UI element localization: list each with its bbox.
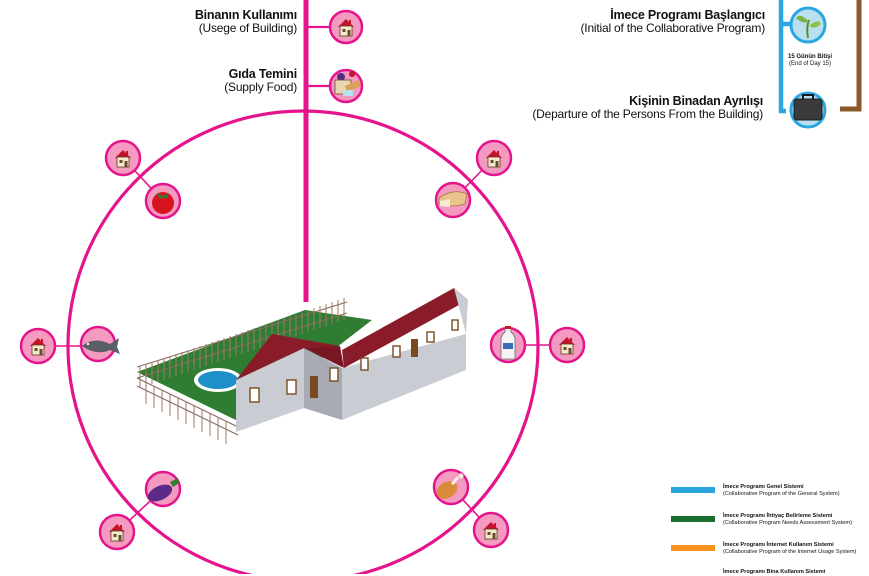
blue-bracket-line <box>778 0 786 114</box>
usage-title: Binanın Kullanımı <box>194 8 297 22</box>
legend-title-building: İmece Programı Bina Kullanım Sistemi <box>723 569 826 575</box>
legend-title-internet: İmece Programı İnternet Kullanım Sistemi <box>723 542 834 548</box>
house-icon <box>19 327 57 365</box>
food-label: Gıda Temini (Supply Food) <box>224 67 297 95</box>
legend-subtitle-general: (Collaborative Program of the General Sy… <box>723 490 840 497</box>
usage-subtitle: (Usege of Building) <box>198 21 297 36</box>
fish-icon <box>79 325 120 363</box>
legend-title-needs: İmece Programı İhtiyaç Belirleme Sistemi <box>723 513 833 519</box>
food-subtitle: (Supply Food) <box>224 80 297 95</box>
day15-label: 15 Günün Bitişi (End of Day 15) <box>786 54 834 68</box>
day15-subtitle: (End of Day 15) <box>788 61 832 68</box>
departure-label: Kişinin Binadan Ayrılışı (Departure of t… <box>532 94 763 122</box>
legend-swatch-general <box>671 487 715 493</box>
food-bag-icon <box>328 68 364 104</box>
legend-swatch-needs <box>671 516 715 522</box>
legend-subtitle-internet: (Collaborative Program of the Internet U… <box>723 548 857 555</box>
tomato-icon <box>144 182 182 220</box>
house-icon <box>98 513 136 551</box>
legend-title-general: İmece Programı Genel Sistemi <box>723 484 804 490</box>
initial-label: İmece Programı Başlangıcı (Initial of th… <box>580 8 766 36</box>
milk-bottle-icon <box>489 326 527 364</box>
initial-title: İmece Programı Başlangıcı <box>610 8 765 22</box>
initial-subtitle: (Initial of the Collaborative Program) <box>580 21 766 36</box>
legend-swatch-internet <box>671 545 715 551</box>
sprout-icon <box>789 6 827 44</box>
food-title: Gıda Temini <box>228 67 298 81</box>
house-icon <box>548 326 586 364</box>
day15-title: 15 Günün Bitişi <box>787 54 832 60</box>
house-icon <box>472 511 510 549</box>
usage-house-icon <box>328 9 364 45</box>
departure-subtitle: (Departure of the Persons From the Build… <box>532 107 763 122</box>
departure-title: Kişinin Binadan Ayrılışı <box>629 94 763 108</box>
legend-subtitle-needs: (Collaborative Program Needs Assessment … <box>723 519 853 526</box>
eggplant-icon <box>144 470 182 508</box>
house-icon <box>475 139 513 177</box>
chicken-leg-icon <box>432 468 470 506</box>
bread-icon <box>434 181 472 219</box>
building-illustration <box>136 288 468 444</box>
house-icon <box>104 139 142 177</box>
brown-bracket-line <box>840 0 862 112</box>
suitcase-icon <box>789 91 827 129</box>
usage-label: Binanın Kullanımı (Usege of Building) <box>195 8 297 36</box>
